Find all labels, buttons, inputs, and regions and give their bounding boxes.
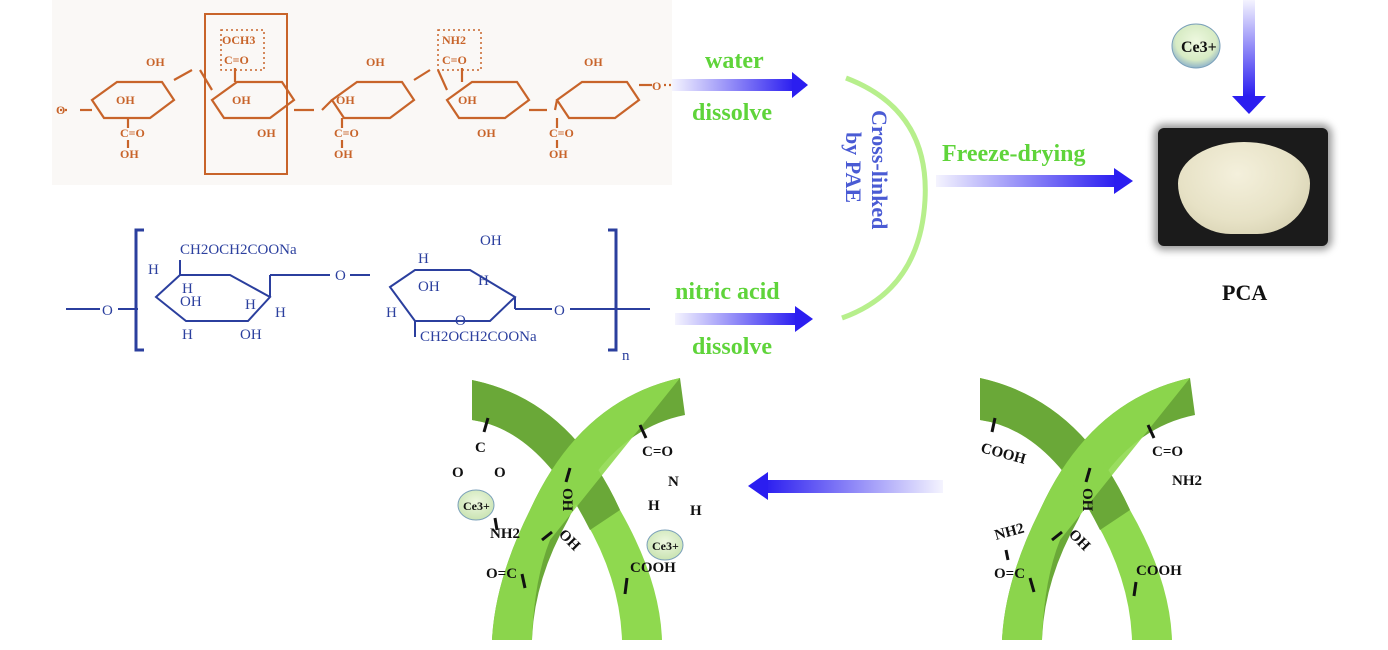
pectin-linker: O bbox=[56, 103, 65, 117]
cmc-repeat-n: n bbox=[622, 348, 630, 364]
carboxylate-c: C bbox=[475, 440, 486, 456]
pca-aerogel bbox=[1178, 142, 1310, 234]
crosslink-arc bbox=[841, 75, 928, 321]
arrow-water-dissolve bbox=[672, 72, 808, 98]
cmc-oh: OH bbox=[480, 233, 502, 249]
arrow-nitric-acid-dissolve bbox=[675, 306, 813, 332]
ce-ion: Ce3+ bbox=[1171, 23, 1221, 69]
pectin-structure: O OH OH C=O OH OCH3 C=O OH OH OH OH C=O … bbox=[56, 13, 672, 175]
pectin-oh: OH bbox=[549, 147, 568, 161]
pectin-carbonyl: C=O bbox=[224, 53, 249, 67]
network-uncrosslinked: COOH C=O NH2 OH OH NH2 O=C COOH bbox=[979, 378, 1202, 640]
cmc-h: H bbox=[418, 251, 429, 267]
label-water: water bbox=[705, 48, 764, 74]
label-dissolve-top: dissolve bbox=[692, 100, 773, 126]
pectin-carbonyl: C=O bbox=[549, 126, 574, 140]
pectin-oh: OH bbox=[120, 147, 139, 161]
ce-ion-label: Ce3+ bbox=[1181, 39, 1217, 56]
label-dissolve-bottom: dissolve bbox=[692, 334, 773, 360]
ce-ion-bound: Ce3+ bbox=[457, 489, 495, 521]
crosslink-line2: by PAE bbox=[841, 132, 866, 203]
cmc-linker: O bbox=[102, 303, 113, 319]
pectin-oh: OH bbox=[458, 93, 477, 107]
pectin-linker: O bbox=[652, 79, 661, 93]
hydroxyl: OH bbox=[1079, 488, 1095, 512]
crosslink-line1: Cross-linked bbox=[867, 110, 892, 229]
amide-h: H bbox=[690, 503, 702, 519]
cmc-linker: O bbox=[554, 303, 565, 319]
cmc-linker: O bbox=[335, 268, 346, 284]
pectin-oh: OH bbox=[584, 55, 603, 69]
arrow-ce-addition bbox=[1232, 0, 1266, 114]
pectin-carbonyl: C=O bbox=[334, 126, 359, 140]
carbonyl: O=C bbox=[994, 566, 1025, 582]
ce-ion-bound: Ce3+ bbox=[646, 529, 684, 561]
carboxyl: COOH bbox=[979, 440, 1028, 467]
cmc-h: H bbox=[245, 297, 256, 313]
cmc-substituent: CH2OCH2COONa bbox=[420, 329, 537, 345]
crosslink-label: Cross-linked by PAE bbox=[841, 110, 892, 229]
cmc-oh: OH bbox=[418, 279, 440, 295]
amide-n: N bbox=[668, 474, 679, 490]
ce-ion-label: Ce3+ bbox=[652, 539, 679, 553]
arrow-crosslink-reverse bbox=[748, 472, 943, 500]
carbonyl: O=C bbox=[486, 566, 517, 582]
amine: NH2 bbox=[993, 521, 1026, 544]
amide-carbonyl: C=O bbox=[642, 444, 673, 460]
amine: NH2 bbox=[490, 526, 520, 542]
cmc-oh: OH bbox=[180, 294, 202, 310]
carboxyl: COOH bbox=[1136, 563, 1182, 579]
pectin-oh: OH bbox=[366, 55, 385, 69]
pectin-oh: OH bbox=[232, 93, 251, 107]
network-crosslinked: C O O C=O N H H OH OH NH2 O=C COOH Ce3+ … bbox=[452, 378, 702, 640]
cmc-oh: OH bbox=[240, 327, 262, 343]
cmc-linker: O bbox=[455, 313, 466, 329]
hydroxyl: OH bbox=[559, 488, 575, 512]
label-nitric-acid: nitric acid bbox=[675, 279, 780, 305]
carboxylate-o: O bbox=[494, 465, 506, 481]
pectin-methoxy: OCH3 bbox=[222, 33, 255, 47]
arrow-freeze-drying bbox=[936, 168, 1133, 194]
amine: NH2 bbox=[1172, 473, 1202, 489]
carboxylate-o: O bbox=[452, 465, 464, 481]
cmc-substituent: CH2OCH2COONa bbox=[180, 242, 297, 258]
amide-h: H bbox=[648, 498, 660, 514]
pectin-carbonyl: C=O bbox=[120, 126, 145, 140]
pectin-oh: OH bbox=[334, 147, 353, 161]
label-freeze-drying: Freeze-drying bbox=[942, 141, 1086, 167]
pectin-amide: NH2 bbox=[442, 33, 466, 47]
pca-label: PCA bbox=[1222, 280, 1268, 305]
cmc-h: H bbox=[275, 305, 286, 321]
cmc-h: H bbox=[148, 262, 159, 278]
pectin-oh: OH bbox=[336, 93, 355, 107]
pca-aerogel-photo bbox=[1158, 128, 1328, 246]
ce-ion-label: Ce3+ bbox=[463, 499, 490, 513]
cmc-h: H bbox=[182, 281, 193, 297]
cmc-h: H bbox=[182, 327, 193, 343]
pectin-oh: OH bbox=[477, 126, 496, 140]
pectin-oh: OH bbox=[116, 93, 135, 107]
cmc-structure: O CH2OCH2COONa H H OH H H OH H O OH H H … bbox=[66, 228, 650, 364]
pectin-oh: OH bbox=[257, 126, 276, 140]
pectin-carbonyl: C=O bbox=[442, 53, 467, 67]
cmc-h: H bbox=[386, 305, 397, 321]
pectin-oh: OH bbox=[146, 55, 165, 69]
amide-carbonyl: C=O bbox=[1152, 444, 1183, 460]
carboxyl: COOH bbox=[630, 560, 676, 576]
cmc-h: H bbox=[478, 273, 489, 289]
